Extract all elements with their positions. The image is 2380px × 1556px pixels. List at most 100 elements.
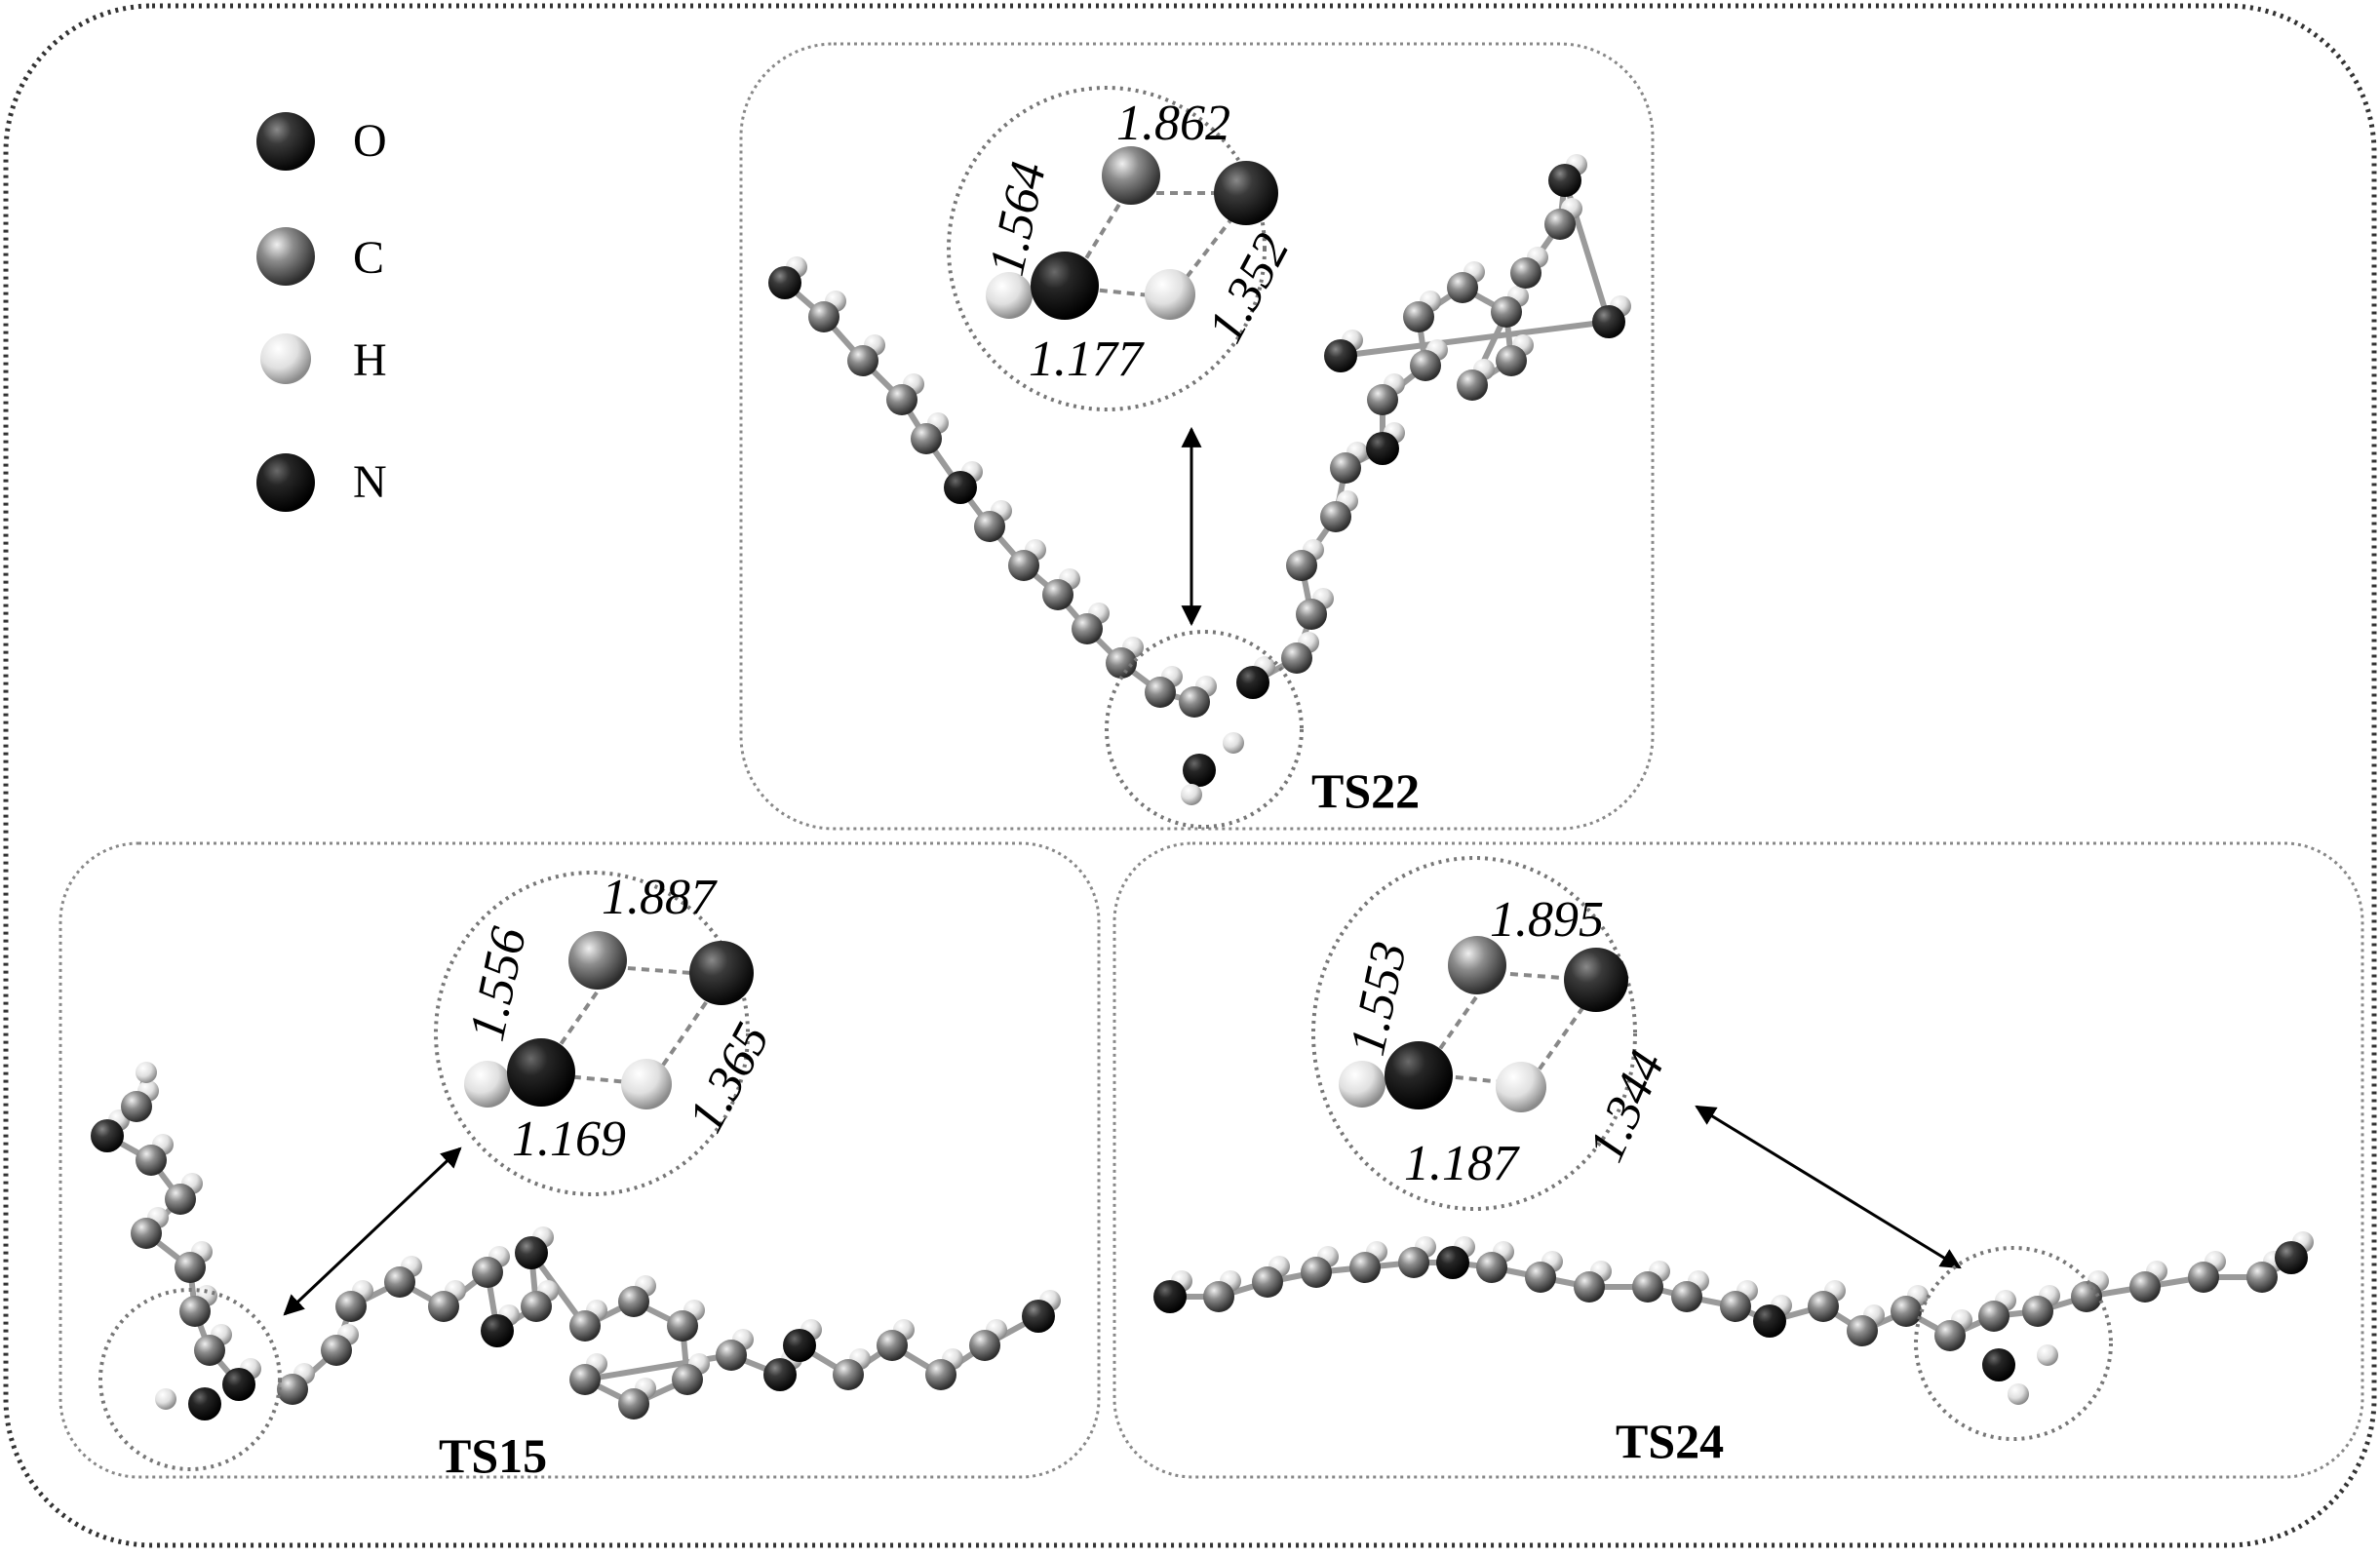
ts15-label: TS15 xyxy=(439,1428,547,1483)
ts15-chain-right-atom-o xyxy=(515,1236,548,1269)
ts15-transfer-hydrogen-atom xyxy=(621,1059,672,1109)
ts15-oxygen-atom xyxy=(689,941,754,1005)
ts24-zoom-circle xyxy=(1311,856,1637,1211)
ts24-chain-atom-c xyxy=(1934,1320,1966,1351)
ts22-chain-right-atom-c xyxy=(1496,345,1527,376)
ts15-chain-right-atom-c xyxy=(321,1335,352,1366)
ts22-oxygen-atom xyxy=(1214,161,1278,225)
ts24-carbon-atom xyxy=(1448,936,1506,994)
ts22-distance-bottom: 1.177 xyxy=(1029,331,1145,387)
ts15-chain-left-atom-c xyxy=(121,1091,152,1122)
ts22-chain-right-atom-c xyxy=(1491,296,1522,328)
ts24-site-atom-n xyxy=(1982,1348,2015,1381)
ts15-chain-left-atom-c xyxy=(136,1145,167,1176)
ts22-chain-right-atom-n xyxy=(1236,666,1269,699)
ts15-chain-right-atom-c xyxy=(667,1310,698,1342)
legend-label-n: N xyxy=(353,456,387,508)
ts24-chain-atom-c xyxy=(1978,1301,2009,1332)
ts22-zoom-inset: 1.862 1.564 1.352 1.177 xyxy=(947,86,1301,411)
ts22-reaction-site-circle xyxy=(1105,630,1304,829)
ts15-chain-right-atom-c xyxy=(618,1286,649,1317)
ts15-zoom-circle xyxy=(434,871,750,1196)
legend-label-o: O xyxy=(353,115,387,167)
ts15-carbon-atom xyxy=(568,931,627,990)
legend: O C H N xyxy=(256,112,387,512)
ts24-chain-atom-o xyxy=(2275,1241,2308,1274)
ts15-chain-right-atom-c xyxy=(472,1257,503,1288)
ts15-chain-right-atom-n xyxy=(783,1329,816,1362)
ts15-chain-left-atom-c xyxy=(131,1218,162,1249)
ts15-site-atom-h xyxy=(155,1388,176,1410)
ts24-chain-atom-c xyxy=(1203,1281,1234,1312)
ts24-chain-atom-c xyxy=(2188,1262,2219,1293)
ts24-chain-atom-c xyxy=(2022,1296,2053,1327)
ts15-zoom-arrow xyxy=(283,1147,462,1316)
ts15-chain-right-atom-c xyxy=(618,1388,649,1420)
ts24-chain-atom-n xyxy=(1753,1304,1786,1338)
ts22-chain-right-atom-o xyxy=(1548,164,1581,197)
ts22-chain-left-atom-o xyxy=(768,266,801,299)
legend-label-c: C xyxy=(353,232,384,284)
ts15-chain-right-atom-o xyxy=(1022,1300,1055,1333)
ts22-chain-left-atom-c xyxy=(1179,686,1210,718)
legend-item-nitrogen: N xyxy=(256,453,387,512)
ts22-chain-right-atom-c xyxy=(1457,370,1488,401)
ts15-nitrogen-atom xyxy=(507,1038,575,1107)
ts15-chain-right-atom-c xyxy=(428,1291,459,1322)
ts22-chain-left-atom-n xyxy=(944,471,977,504)
ts22-chain-right-atom-c xyxy=(1296,599,1327,630)
ts22-chain-right-atom-c xyxy=(1510,257,1541,289)
ts22-chain-right-atom-c xyxy=(1330,452,1361,484)
ts22-chain-left-atom-c xyxy=(847,345,878,376)
ts15-distance-top: 1.887 xyxy=(602,870,718,925)
ts24-chain-atom-c xyxy=(1891,1296,1922,1327)
ts24-chain-atom-c xyxy=(1808,1291,1839,1322)
ts24-oxygen-atom xyxy=(1564,948,1628,1012)
panel-frame-ts15 xyxy=(59,841,1101,1479)
ts24-hydrogen-atom xyxy=(1339,1061,1385,1108)
ts24-transfer-hydrogen-atom xyxy=(1496,1062,1546,1112)
ts24-chain-atom-n xyxy=(1436,1246,1469,1279)
ts24-chain-atom-n xyxy=(1153,1280,1187,1313)
ts15-chain-right-atom-n xyxy=(481,1314,514,1347)
ts22-label: TS22 xyxy=(1311,763,1420,818)
ts24-distance-top: 1.895 xyxy=(1490,892,1604,948)
ts22-chain-right-atom-n xyxy=(1366,432,1399,465)
legend-item-carbon: C xyxy=(256,227,384,286)
carbon-atom-icon xyxy=(256,227,315,286)
ts15-chain-right-atom-c xyxy=(925,1359,956,1390)
ts15-site-atom-n xyxy=(188,1387,221,1420)
ts22-chain-right-atom-c xyxy=(1320,501,1351,532)
panel-frame-ts22 xyxy=(739,42,1655,831)
ts15-chain-right-atom-c xyxy=(569,1310,601,1342)
ts15-chain-right-atom-c xyxy=(569,1364,601,1395)
ts24-label: TS24 xyxy=(1616,1414,1724,1468)
ts22-chain-right-atom-c xyxy=(1410,350,1441,381)
ts15-distance-right: 1.365 xyxy=(678,1015,780,1142)
ts24-chain-atom-c xyxy=(1720,1291,1751,1322)
ts22-site-atom-h xyxy=(1181,784,1202,805)
ts24-chain-atom-c xyxy=(2246,1262,2278,1293)
legend-label-h: H xyxy=(353,334,387,386)
ts15-chain-right-atom-c xyxy=(277,1374,308,1405)
ts22-chain-left-atom-c xyxy=(1145,677,1176,708)
ts15-reaction-site-circle xyxy=(98,1288,282,1471)
ts15-chain-right-atom-c xyxy=(672,1364,703,1395)
ts15-chain-right-atom-c xyxy=(833,1359,864,1390)
ts15-chain-right-atom-c xyxy=(521,1291,552,1322)
ts15-distance-bottom: 1.169 xyxy=(512,1111,626,1167)
legend-item-hydrogen: H xyxy=(260,333,387,386)
ts22-chain-left-atom-c xyxy=(886,384,917,415)
ts22-hydrogen-atom xyxy=(986,272,1033,319)
ts22-nitrogen-atom xyxy=(1031,252,1099,320)
ts15-chain-right-atom-c xyxy=(335,1291,367,1322)
ts24-chain-atom-c xyxy=(2129,1271,2161,1303)
ts22-chain-right-atom-c xyxy=(1367,384,1398,415)
ts22-chain-right-atom-c xyxy=(1403,301,1434,332)
ts24-nitrogen-atom xyxy=(1385,1041,1453,1109)
ts22-chain-left-atom-c xyxy=(1008,550,1039,581)
ts22-chain-left-atom-c xyxy=(1042,579,1073,610)
ts22-chain-right-atom-c xyxy=(1281,642,1312,674)
